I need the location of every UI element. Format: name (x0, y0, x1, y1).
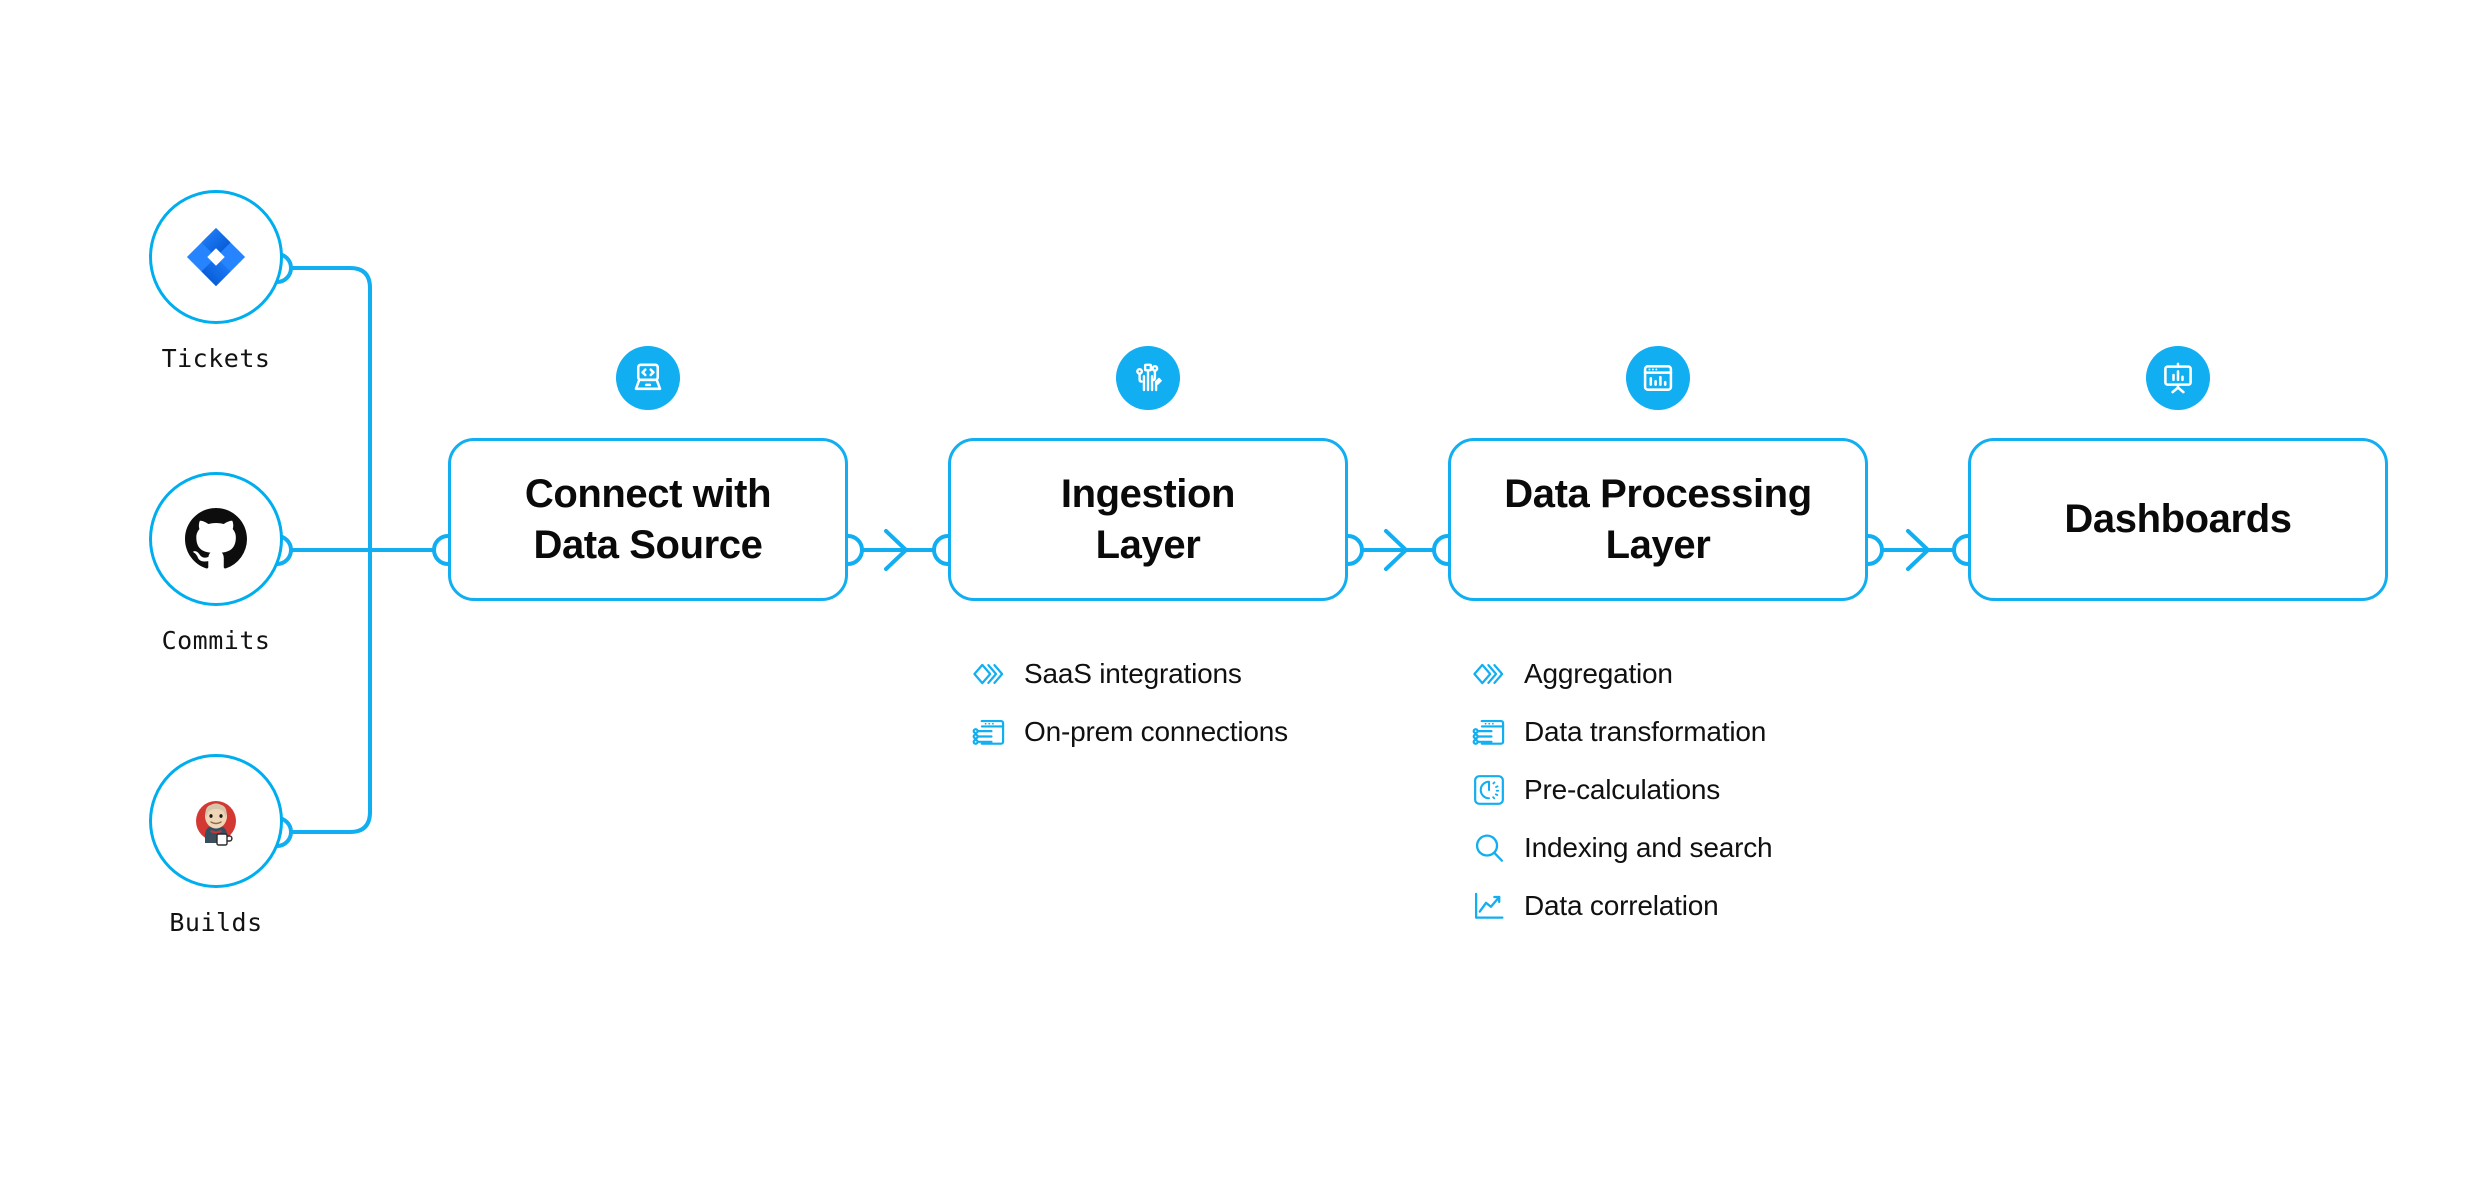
laptop-code-icon (634, 363, 662, 391)
source-label-tickets: Tickets (161, 344, 271, 373)
feature-item[interactable]: Data correlation (1472, 887, 1772, 925)
stage-title-line: Layer (1095, 522, 1201, 567)
stage-title-line: Ingestion (1060, 472, 1236, 517)
stage-title-line: Data Source (533, 522, 763, 567)
source-node-builds[interactable]: Builds (142, 754, 290, 937)
stage-title-ingestion: Ingestion Layer (1043, 469, 1253, 570)
stage-box-processing[interactable]: Data Processing Layer (1448, 438, 1868, 601)
feature-list-processing: Aggregation Data transformation (1472, 655, 1773, 925)
stage-title-line: Connect with (524, 472, 772, 517)
arrowhead-connect-to-ingestion (884, 529, 908, 571)
stage-badge-dashboards (2146, 346, 2210, 410)
jira-icon (186, 227, 246, 287)
feature-item[interactable]: Indexing and search (1472, 829, 1773, 867)
stage-title-line: Dashboards (2064, 497, 2292, 542)
wire-builds-to-bus (284, 543, 372, 834)
feature-item[interactable]: Data transformation (1472, 713, 1772, 751)
stage-badge-processing (1626, 346, 1690, 410)
feature-label: Pre-calculations (1524, 774, 1720, 805)
gauge-square-icon (1472, 773, 1506, 807)
source-node-commits[interactable]: Commits (142, 472, 290, 655)
presentation-chart-icon (2164, 362, 2192, 394)
feature-list-ingestion: SaaS integrations On-prem connections (972, 655, 1288, 751)
server-window-icon (972, 715, 1006, 749)
arrowhead-ingestion-to-processing (1384, 529, 1408, 571)
arrowhead-processing-to-dashboards (1906, 529, 1930, 571)
stage-box-ingestion[interactable]: Ingestion Layer (948, 438, 1348, 601)
source-label-commits: Commits (161, 626, 271, 655)
source-ring-builds (149, 754, 283, 888)
stage-box-dashboards[interactable]: Dashboards (1968, 438, 2388, 601)
magnifier-icon (1472, 831, 1506, 865)
stage-title-dashboards: Dashboards (2046, 494, 2309, 544)
feature-label: SaaS integrations (1024, 658, 1242, 689)
source-label-builds: Builds (169, 908, 263, 937)
feature-label: Data correlation (1524, 890, 1719, 921)
line-chart-icon (1472, 889, 1506, 923)
server-window-icon (1472, 715, 1506, 749)
stacked-chevrons-icon (972, 657, 1006, 691)
source-ring-commits (149, 472, 283, 606)
stage-badge-ingestion (1116, 346, 1180, 410)
feature-item[interactable]: Pre-calculations (1472, 771, 1772, 809)
stage-box-connect[interactable]: Connect with Data Source (448, 438, 848, 601)
feature-label: Aggregation (1524, 658, 1673, 689)
wire-tickets-to-bus (284, 266, 372, 547)
feature-item[interactable]: Aggregation (1472, 655, 1772, 693)
source-ring-tickets (149, 190, 283, 324)
window-bar-chart-icon (1643, 365, 1673, 391)
stage-title-line: Layer (1605, 522, 1711, 567)
stage-title-connect: Connect with Data Source (507, 469, 789, 570)
stacked-chevrons-icon (1472, 657, 1506, 691)
stage-title-processing: Data Processing Layer (1486, 469, 1829, 570)
stage-badge-connect (616, 346, 680, 410)
circuit-nodes-icon (1136, 363, 1162, 392)
feature-item[interactable]: On-prem connections (972, 713, 1288, 751)
feature-label: Data transformation (1524, 716, 1767, 747)
jenkins-icon (196, 801, 236, 846)
source-node-tickets[interactable]: Tickets (142, 190, 290, 373)
feature-label: Indexing and search (1524, 832, 1773, 863)
feature-label: On-prem connections (1024, 716, 1288, 747)
stage-title-line: Data Processing (1504, 472, 1812, 517)
feature-item[interactable]: SaaS integrations (972, 655, 1288, 693)
github-icon (185, 508, 247, 569)
